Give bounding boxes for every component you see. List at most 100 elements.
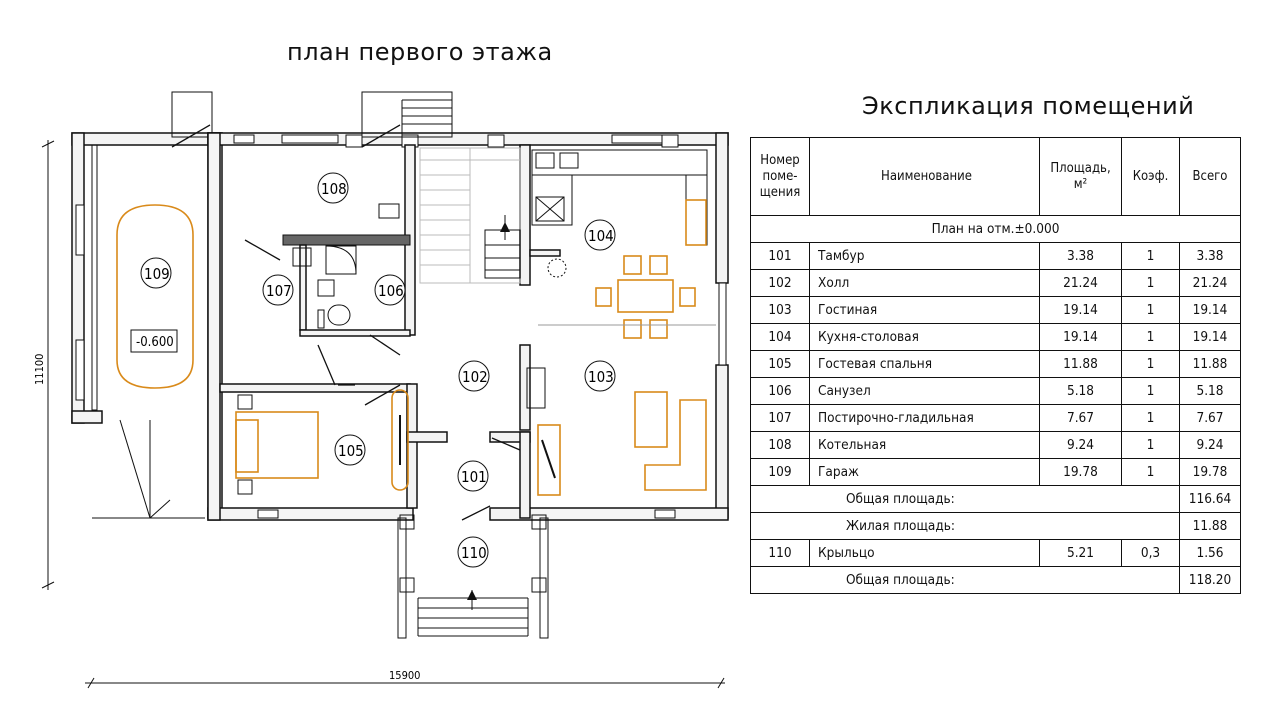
porch-name: Крыльцо [809, 539, 1040, 567]
room-label-104: 104 [588, 227, 614, 245]
room-label-110: 110 [461, 544, 487, 562]
porch-coef: 0,3 [1121, 539, 1180, 567]
row-area: 7.67 [1039, 404, 1122, 432]
main-walls [207, 132, 729, 521]
row-total: 9.24 [1179, 431, 1241, 459]
living-area-row: Жилая площадь: 11.88 [750, 512, 1241, 540]
row-number: 105 [750, 350, 810, 378]
porch-total: 1.56 [1179, 539, 1241, 567]
bathroom-fixtures [244, 203, 401, 386]
dimension-vertical: 11100 [33, 140, 55, 590]
header-number: Номер поме- щения [750, 137, 810, 216]
row-number: 103 [750, 296, 810, 324]
section-row: План на отм.±0.000 [750, 215, 1241, 243]
row-total: 5.18 [1179, 377, 1241, 405]
room-label-109: 109 [144, 265, 170, 283]
bedroom-furniture [235, 384, 409, 495]
total-area-label: Общая площадь: [750, 485, 1180, 513]
porch-row: 110 Крыльцо 5.21 0,3 1.56 [750, 539, 1241, 567]
room-label-107: 107 [266, 282, 292, 300]
garage-level: -0.600 [136, 335, 174, 350]
room-label-102: 102 [462, 368, 488, 386]
row-area: 19.14 [1039, 296, 1122, 324]
plan-title: план первого этажа [287, 38, 553, 66]
row-area: 19.14 [1039, 323, 1122, 351]
row-coef: 1 [1121, 242, 1180, 270]
row-total: 3.38 [1179, 242, 1241, 270]
grand-total-value: 118.20 [1179, 566, 1241, 594]
row-name: Гараж [809, 458, 1040, 486]
row-name: Холл [809, 269, 1040, 297]
table-title: Экспликация помещений [862, 92, 1195, 120]
row-total: 21.24 [1179, 269, 1241, 297]
kitchen-furniture [531, 149, 716, 339]
row-coef: 1 [1121, 431, 1180, 459]
dimension-width-label: 15900 [389, 669, 420, 682]
total-area-row: Общая площадь: 116.64 [750, 485, 1241, 513]
row-area: 5.18 [1039, 377, 1122, 405]
row-name: Санузел [809, 377, 1040, 405]
row-coef: 1 [1121, 269, 1180, 297]
row-area: 9.24 [1039, 431, 1122, 459]
row-number: 104 [750, 323, 810, 351]
table-header-row: Номер поме- щения Наименование Площадь, … [750, 137, 1241, 216]
floor-plan: 11100 15900 [33, 91, 729, 689]
header-coef: Коэф. [1121, 137, 1180, 216]
room-label-103: 103 [588, 368, 614, 386]
row-number: 102 [750, 269, 810, 297]
explication-table: Номер поме- щения Наименование Площадь, … [750, 137, 1241, 594]
row-number: 109 [750, 458, 810, 486]
porch-area: 5.21 [1039, 539, 1122, 567]
room-label-105: 105 [338, 442, 364, 460]
row-area: 11.88 [1039, 350, 1122, 378]
row-coef: 1 [1121, 377, 1180, 405]
row-area: 3.38 [1039, 242, 1122, 270]
row-coef: 1 [1121, 458, 1180, 486]
header-area: Площадь, м² [1039, 137, 1122, 216]
total-area-value: 116.64 [1179, 485, 1241, 513]
interior-stairs [419, 147, 521, 284]
grand-total-row: Общая площадь: 118.20 [750, 566, 1241, 594]
section-label: План на отм.±0.000 [750, 215, 1241, 243]
row-name: Гостевая спальня [809, 350, 1040, 378]
top-stairs [361, 91, 453, 148]
row-area: 19.78 [1039, 458, 1122, 486]
dimension-height-label: 11100 [33, 354, 46, 385]
row-number: 107 [750, 404, 810, 432]
room-label-106: 106 [378, 282, 404, 300]
row-coef: 1 [1121, 404, 1180, 432]
dimension-horizontal: 15900 [85, 669, 725, 689]
header-name: Наименование [809, 137, 1040, 216]
porch [397, 437, 549, 639]
row-name: Котельная [809, 431, 1040, 459]
row-number: 106 [750, 377, 810, 405]
row-coef: 1 [1121, 296, 1180, 324]
row-number: 101 [750, 242, 810, 270]
room-label-101: 101 [461, 468, 487, 486]
garage-walls [71, 91, 223, 519]
row-total: 7.67 [1179, 404, 1241, 432]
living-area-value: 11.88 [1179, 512, 1241, 540]
row-name: Кухня-столовая [809, 323, 1040, 351]
row-number: 108 [750, 431, 810, 459]
room-label-108: 108 [321, 180, 347, 198]
living-furniture [526, 367, 707, 496]
row-total: 11.88 [1179, 350, 1241, 378]
row-name: Тамбур [809, 242, 1040, 270]
car-outline [116, 204, 194, 389]
row-coef: 1 [1121, 323, 1180, 351]
room-labels: 109 -0.600 108 107 106 104 102 103 105 1… [130, 172, 616, 568]
grand-total-label: Общая площадь: [750, 566, 1180, 594]
row-total: 19.14 [1179, 323, 1241, 351]
living-area-label: Жилая площадь: [750, 512, 1180, 540]
row-coef: 1 [1121, 350, 1180, 378]
